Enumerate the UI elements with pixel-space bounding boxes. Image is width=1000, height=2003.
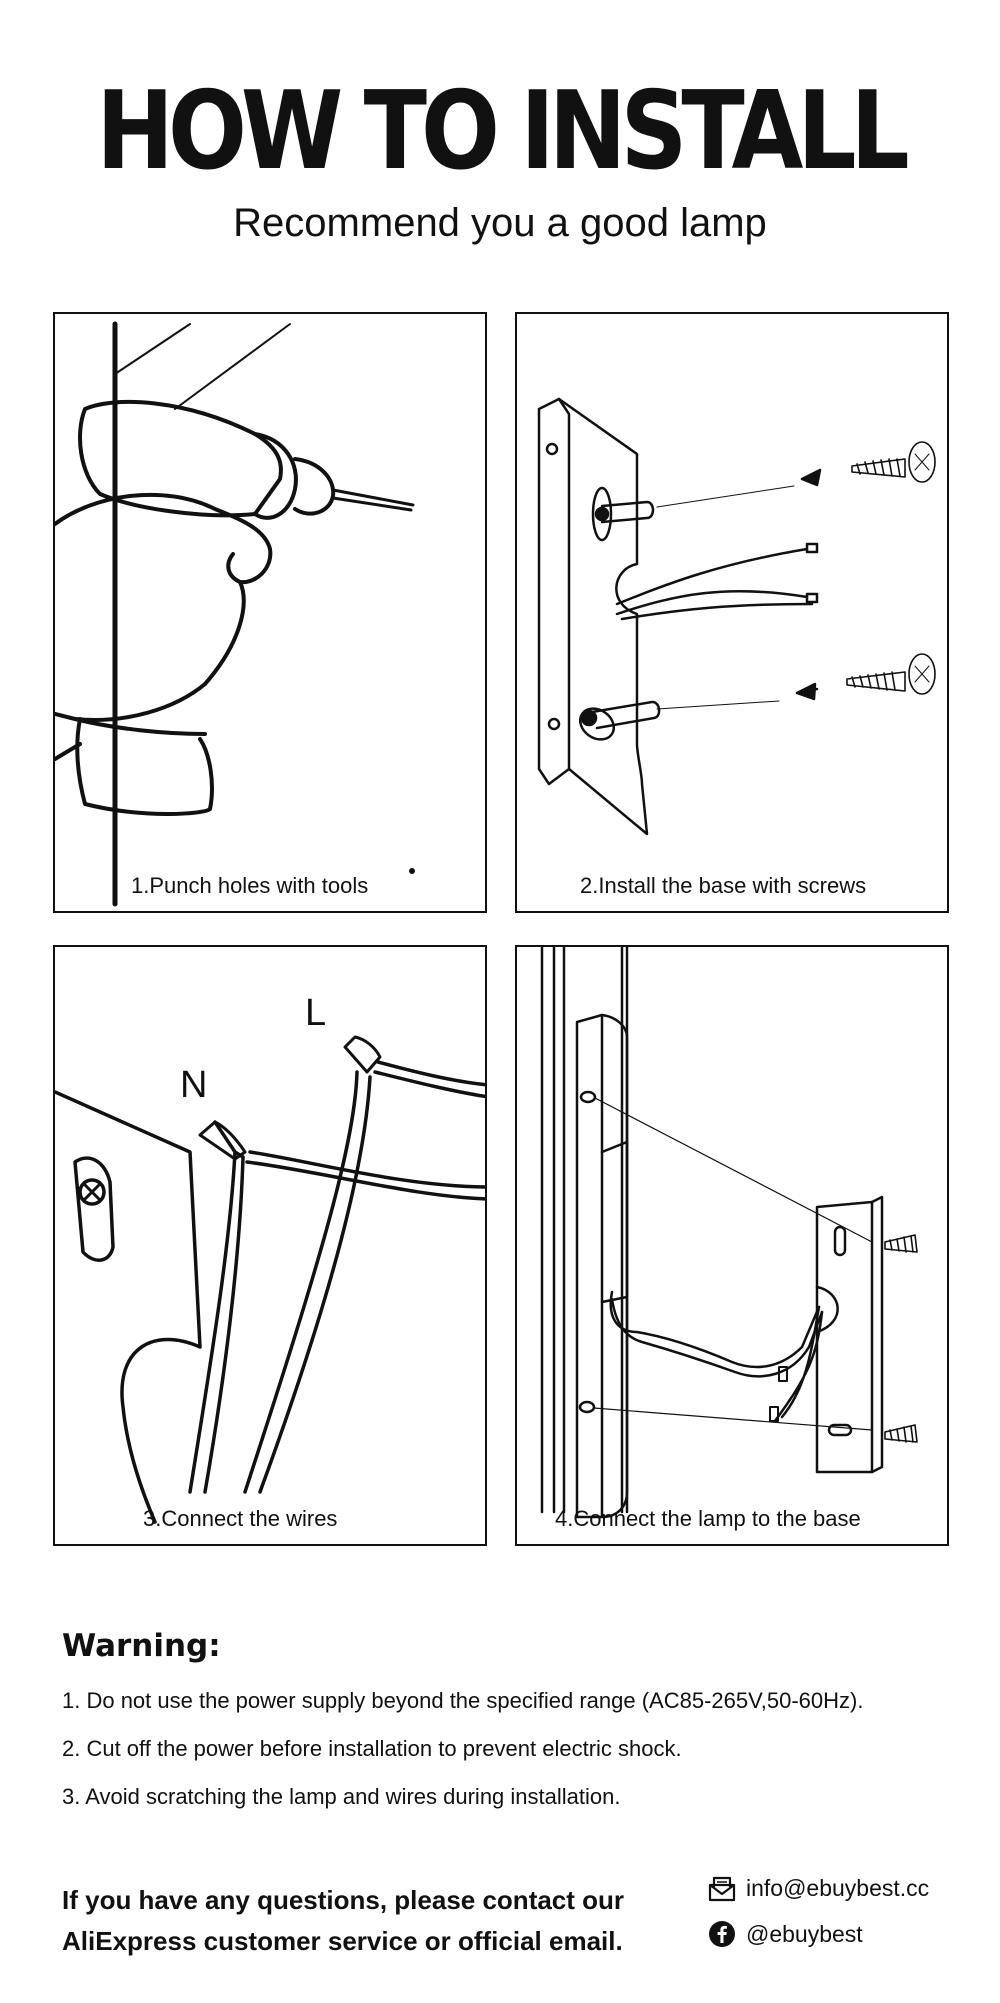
page-subtitle: Recommend you a good lamp: [233, 201, 767, 245]
step-caption: 2.Install the base with screws: [580, 873, 867, 898]
email-contact[interactable]: info@ebuybest.cc: [708, 1875, 929, 1902]
warning-item: 1. Do not use the power supply beyond th…: [62, 1688, 864, 1713]
page-title: HOW TO INSTALL: [96, 69, 909, 194]
contact-line-2: AliExpress customer service or official …: [62, 1926, 623, 1956]
contact-line-1: If you have any questions, please contac…: [62, 1885, 625, 1915]
contact-message: If you have any questions, please contac…: [62, 1880, 702, 1962]
facebook-handle[interactable]: @ebuybest: [746, 1920, 863, 1947]
warning-list: 1. Do not use the power supply beyond th…: [62, 1690, 992, 1834]
step-caption: 3.Connect the wires: [143, 1506, 338, 1531]
step-panel-1: 1.Punch holes with tools: [53, 312, 487, 913]
step-caption: 1.Punch holes with tools: [131, 873, 369, 898]
live-wire-label: L: [305, 992, 326, 1034]
base-screws-illustration-icon: [537, 397, 936, 836]
step-panel-2: 2.Install the base with screws: [515, 312, 949, 913]
facebook-contact[interactable]: @ebuybest: [708, 1920, 863, 1948]
step-caption: 4.Connect the lamp to the base: [555, 1506, 861, 1531]
step-panel-3: N L 3.Connect the wires: [53, 945, 487, 1546]
envelope-icon: [708, 1876, 736, 1902]
facebook-icon: [708, 1920, 736, 1948]
warning-item: 2. Cut off the power before installation…: [62, 1736, 682, 1761]
warning-item: 3. Avoid scratching the lamp and wires d…: [62, 1784, 621, 1809]
neutral-wire-label: N: [180, 1064, 207, 1106]
lamp-base-illustration-icon: [540, 947, 918, 1519]
warning-title: Warning:: [62, 1628, 221, 1664]
email-address[interactable]: info@ebuybest.cc: [746, 1875, 930, 1901]
step-panel-4: 4.Connect the lamp to the base: [515, 945, 949, 1546]
drill-illustration-icon: [55, 321, 415, 907]
wires-illustration-icon: N L: [55, 992, 485, 1524]
